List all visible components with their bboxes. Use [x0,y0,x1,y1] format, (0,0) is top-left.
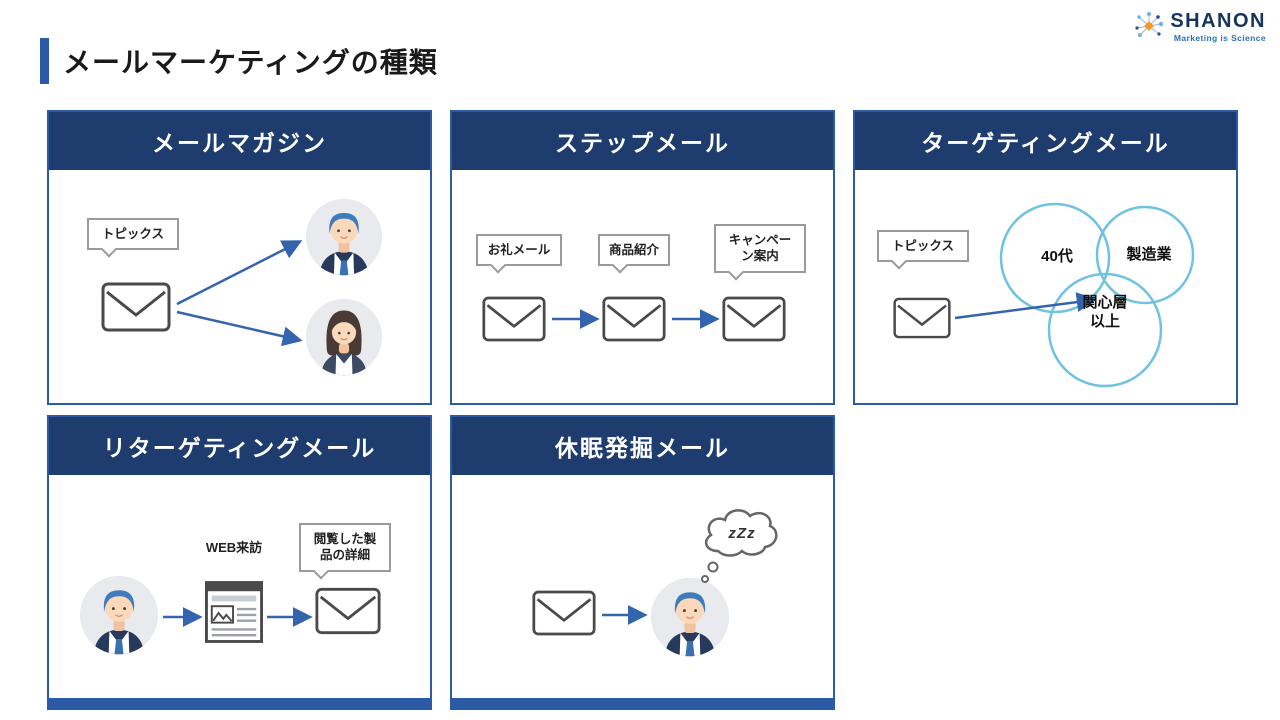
card-targeting-mail: ターゲティングメール トピックス 40代 製造業 関心層以上 [853,110,1238,405]
card-title-targeting-mail: ターゲティングメール [855,112,1236,170]
shanon-logo: SHANON Marketing is Science [1132,10,1266,43]
envelope-icon [532,589,596,637]
topics-bubble: トピックス [87,218,179,251]
shanon-starburst-icon [1135,12,1164,37]
card-body-retargeting-mail: WEB来訪 閲覧した製品の詳細 [49,475,430,698]
venn-label-interest: 関心層以上 [1082,294,1128,330]
logo-text: SHANON Marketing is Science [1170,10,1266,43]
thought-bubble-icon [701,509,778,583]
venn-diagram [999,202,1195,388]
card-title-mail-magazine: メールマガジン [49,112,430,170]
card-step-mail: ステップメール お礼メール 商品紹介 キャンペーン案内 [450,110,835,405]
card-retargeting-mail: リターゲティングメール WEB来訪 閲覧した製品の詳細 [47,415,432,710]
step1-bubble: お礼メール [476,234,562,267]
visitor-man-avatar [79,575,159,655]
card-title-step-mail: ステップメール [452,112,833,170]
envelope-icon [482,296,546,342]
card-body-targeting-mail: トピックス 40代 製造業 関心層以上 [855,170,1236,403]
venn-label-manufacturing: 製造業 [1126,246,1172,263]
viewed-product-bubble: 閲覧した製品の詳細 [299,523,391,572]
envelope-icon [722,296,786,342]
card-body-dormant-mail: zZz [452,475,833,698]
logo-name: SHANON [1170,10,1266,32]
recipient-woman-avatar [305,298,383,376]
envelope-icon [101,282,171,332]
title-accent-bar [40,38,49,84]
card-mail-magazine: メールマガジン トピックス [47,110,432,405]
web-visit-label: WEB来訪 [205,540,263,555]
card-dormant-mail: 休眠発掘メール zZz [450,415,835,710]
zzz-label: zZz [728,525,756,542]
recipient-man-avatar [305,198,383,276]
envelope-icon [893,296,951,340]
sleeping-man-avatar [650,577,730,657]
browser-window-icon [205,581,263,643]
card-body-step-mail: お礼メール 商品紹介 キャンペーン案内 [452,170,833,403]
card-footer-bar [452,698,833,708]
arrow-layer [552,309,720,329]
page-header: メールマーケティングの種類 [40,38,438,84]
step3-bubble: キャンペーン案内 [714,224,806,273]
topics-bubble: トピックス [877,230,969,263]
card-title-retargeting-mail: リターゲティングメール [49,417,430,475]
card-title-dormant-mail: 休眠発掘メール [452,417,833,475]
card-footer-bar [49,698,430,708]
envelope-icon [602,296,666,342]
logo-tagline: Marketing is Science [1173,33,1266,43]
page-title: メールマーケティングの種類 [63,47,438,78]
step2-bubble: 商品紹介 [598,234,670,267]
envelope-icon [315,587,381,635]
card-body-mail-magazine: トピックス [49,170,430,403]
venn-label-40s: 40代 [1041,248,1073,265]
